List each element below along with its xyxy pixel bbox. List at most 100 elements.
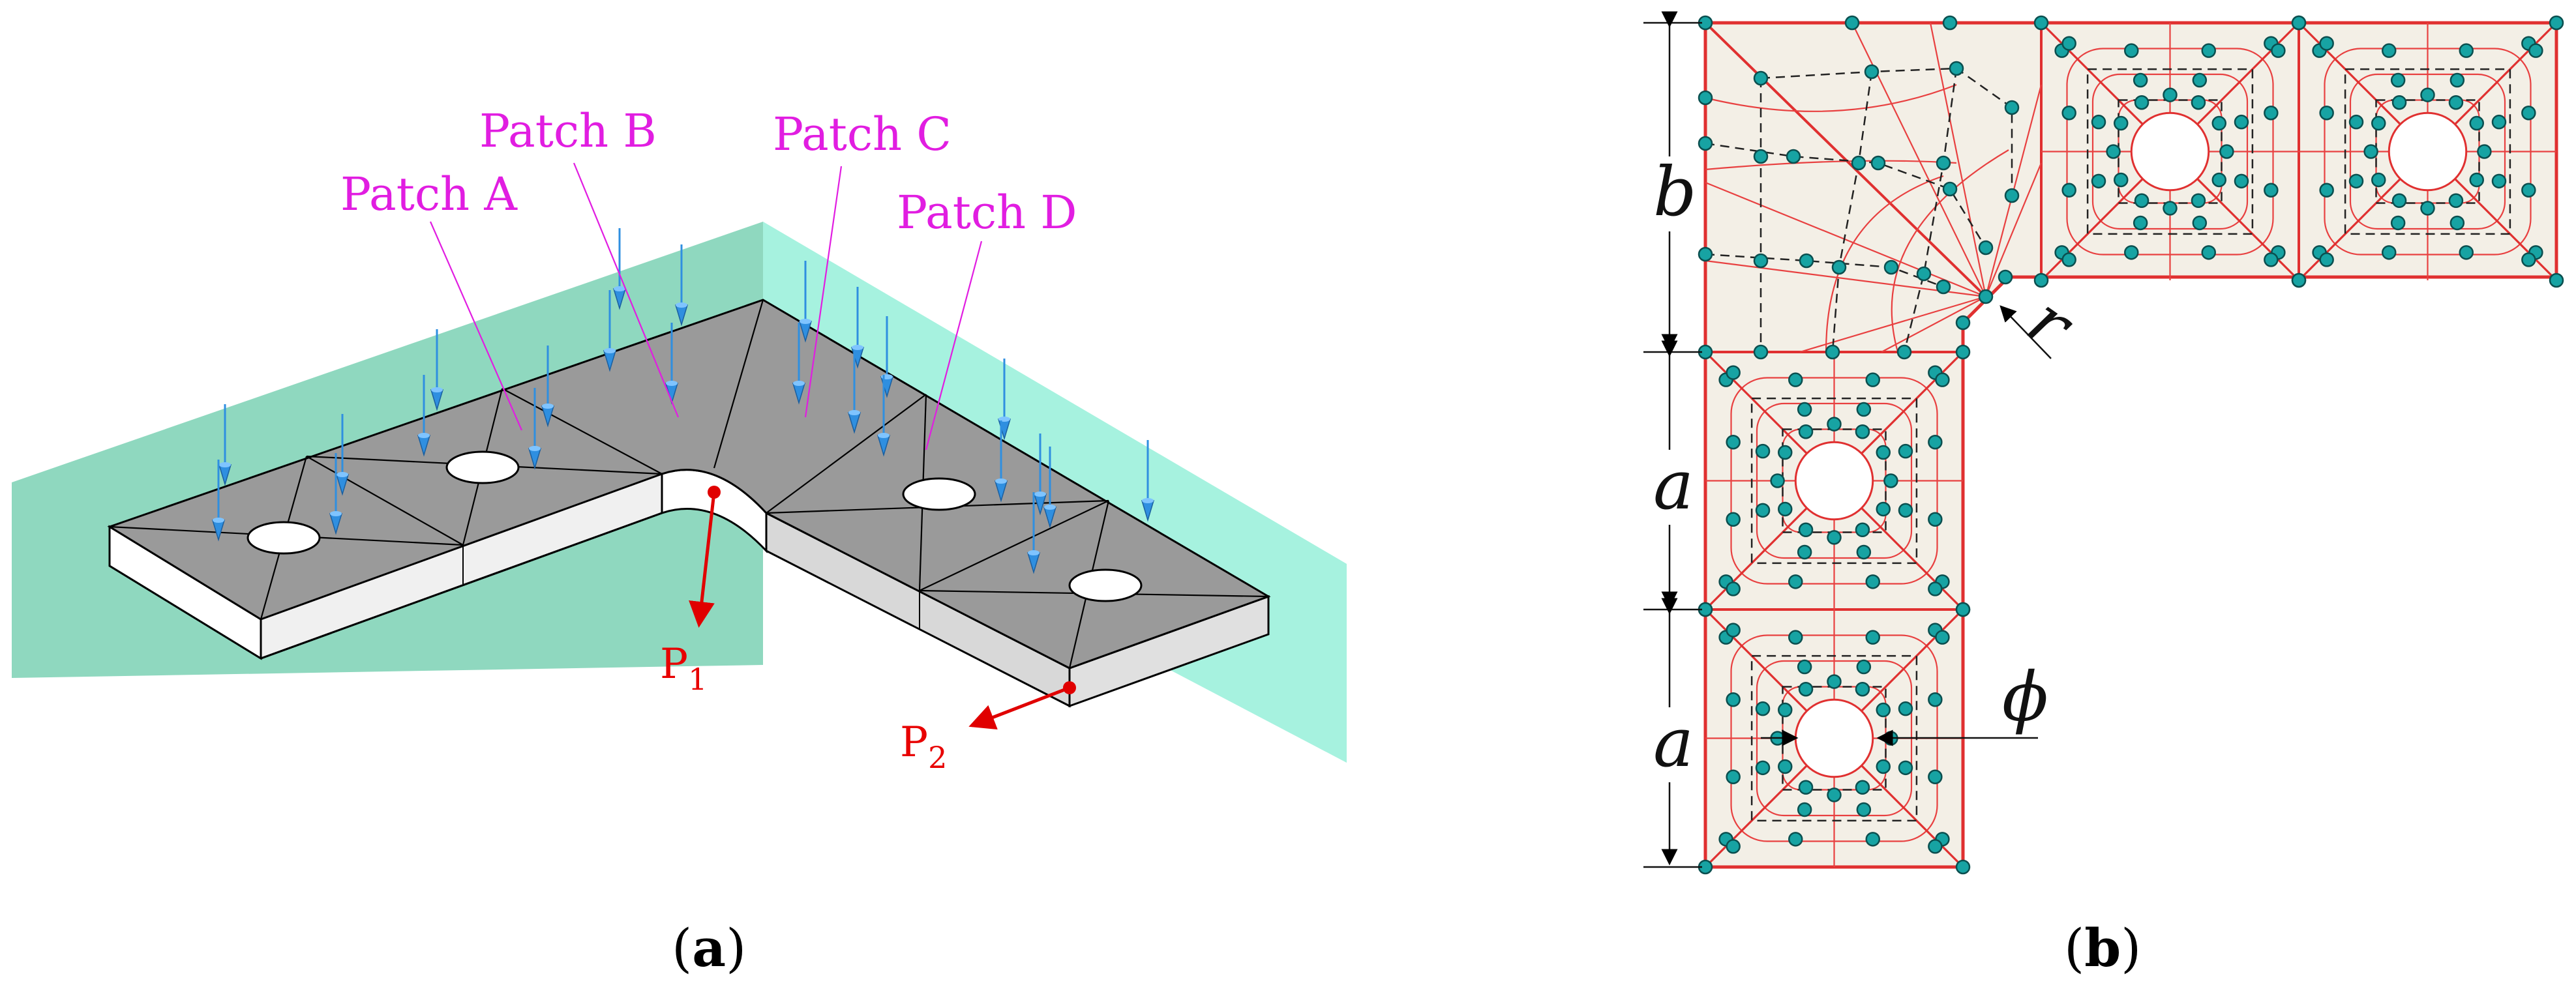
control-point <box>1955 859 1971 875</box>
pressure-arrow <box>847 352 861 434</box>
control-point <box>2449 215 2465 231</box>
control-point <box>1827 787 1842 802</box>
load-p2-label: P2 <box>900 718 947 775</box>
mesh-cell <box>2291 15 2564 288</box>
control-point <box>2491 173 2507 189</box>
control-point <box>1942 181 1958 197</box>
control-point <box>1936 279 1951 295</box>
control-point <box>1855 681 1870 697</box>
control-point <box>1770 473 1785 488</box>
control-point <box>2163 201 2178 216</box>
patch-a-leader <box>429 221 523 431</box>
control-point <box>1753 253 1769 269</box>
load-p2-arrow <box>968 686 1070 730</box>
control-point <box>1898 760 1913 776</box>
control-point <box>1870 155 1886 171</box>
control-point <box>1928 769 1943 784</box>
control-point <box>1827 530 1842 545</box>
patch-b-leader <box>573 162 680 418</box>
pressure-arrow <box>417 375 431 457</box>
control-point <box>1896 344 1912 360</box>
control-point <box>2004 100 2020 115</box>
control-point <box>2033 15 2049 31</box>
bolt-holes <box>247 450 1143 602</box>
hole-2 <box>445 450 520 484</box>
control-point <box>2459 43 2474 58</box>
control-point <box>1876 759 1891 774</box>
control-point <box>2219 144 2234 159</box>
control-point <box>1844 15 1860 31</box>
dim-a2-label: a <box>1653 703 1694 782</box>
control-point <box>1916 266 1932 282</box>
control-point <box>1799 253 1814 269</box>
control-point <box>1978 289 1994 304</box>
control-point <box>2391 193 2407 209</box>
control-point <box>2348 114 2364 130</box>
control-point <box>1876 445 1891 460</box>
control-point <box>2549 15 2564 31</box>
control-point <box>1825 344 1840 360</box>
pressure-arrow <box>994 420 1008 503</box>
control-point <box>1726 581 1741 596</box>
control-point <box>1788 372 1803 387</box>
patch-d-leader <box>925 241 983 450</box>
control-point <box>2113 115 2129 131</box>
control-point <box>1978 240 1994 256</box>
control-point <box>1851 155 1866 171</box>
control-point <box>1928 692 1943 707</box>
dim-b-label: b <box>1653 152 1697 231</box>
pressure-arrow <box>612 228 627 310</box>
control-point <box>1798 424 1814 439</box>
patch-labels: Patch A Patch B Patch C Patch D <box>340 104 1077 450</box>
control-point <box>2091 114 2106 130</box>
control-point <box>2091 173 2106 189</box>
control-point <box>1726 692 1741 707</box>
patch-a-label: Patch A <box>340 168 518 221</box>
panel-a-l-bracket: Patch A Patch B Patch C Patch D P1 P2 <box>12 104 1347 978</box>
caption-b: (b) <box>2064 917 2141 978</box>
control-point <box>2390 215 2406 231</box>
control-point <box>1777 445 1793 460</box>
control-point <box>1936 155 1951 171</box>
control-point <box>2264 183 2279 198</box>
mesh-cell <box>2033 15 2307 288</box>
patch-d-label: Patch D <box>897 186 1077 239</box>
control-point <box>1928 512 1943 527</box>
control-point <box>2420 87 2435 102</box>
control-point <box>2234 114 2249 130</box>
control-point <box>2234 173 2249 189</box>
pressure-arrow <box>674 244 689 327</box>
control-point <box>1928 839 1943 854</box>
control-point <box>2448 95 2464 110</box>
control-point <box>2201 43 2216 58</box>
control-point <box>2106 144 2121 159</box>
control-point <box>1698 246 1713 262</box>
control-point <box>1755 760 1771 776</box>
control-point <box>1788 574 1803 589</box>
control-point <box>1855 780 1870 795</box>
pressure-arrows <box>211 228 1155 574</box>
pressure-arrow <box>876 375 891 457</box>
control-point <box>1955 315 1971 331</box>
control-point <box>1726 365 1741 380</box>
load-p1-point <box>708 486 721 499</box>
control-point <box>1753 344 1769 360</box>
control-point <box>1726 435 1741 450</box>
control-point <box>1898 443 1913 459</box>
control-point <box>2491 114 2507 130</box>
control-point <box>1865 574 1880 589</box>
control-point <box>2271 43 2286 58</box>
control-point <box>2211 172 2227 188</box>
control-point <box>2390 72 2406 88</box>
control-point <box>2191 193 2206 209</box>
control-point <box>2124 43 2139 58</box>
dim-r-label: r <box>2014 280 2089 366</box>
control-point <box>1876 702 1891 718</box>
control-point <box>1786 149 1801 164</box>
plate-top-face <box>107 299 1271 669</box>
control-point <box>1998 269 2013 285</box>
control-point <box>1777 759 1793 774</box>
control-point <box>1798 522 1814 538</box>
pressure-arrow <box>1043 447 1057 529</box>
control-point <box>1755 701 1771 716</box>
